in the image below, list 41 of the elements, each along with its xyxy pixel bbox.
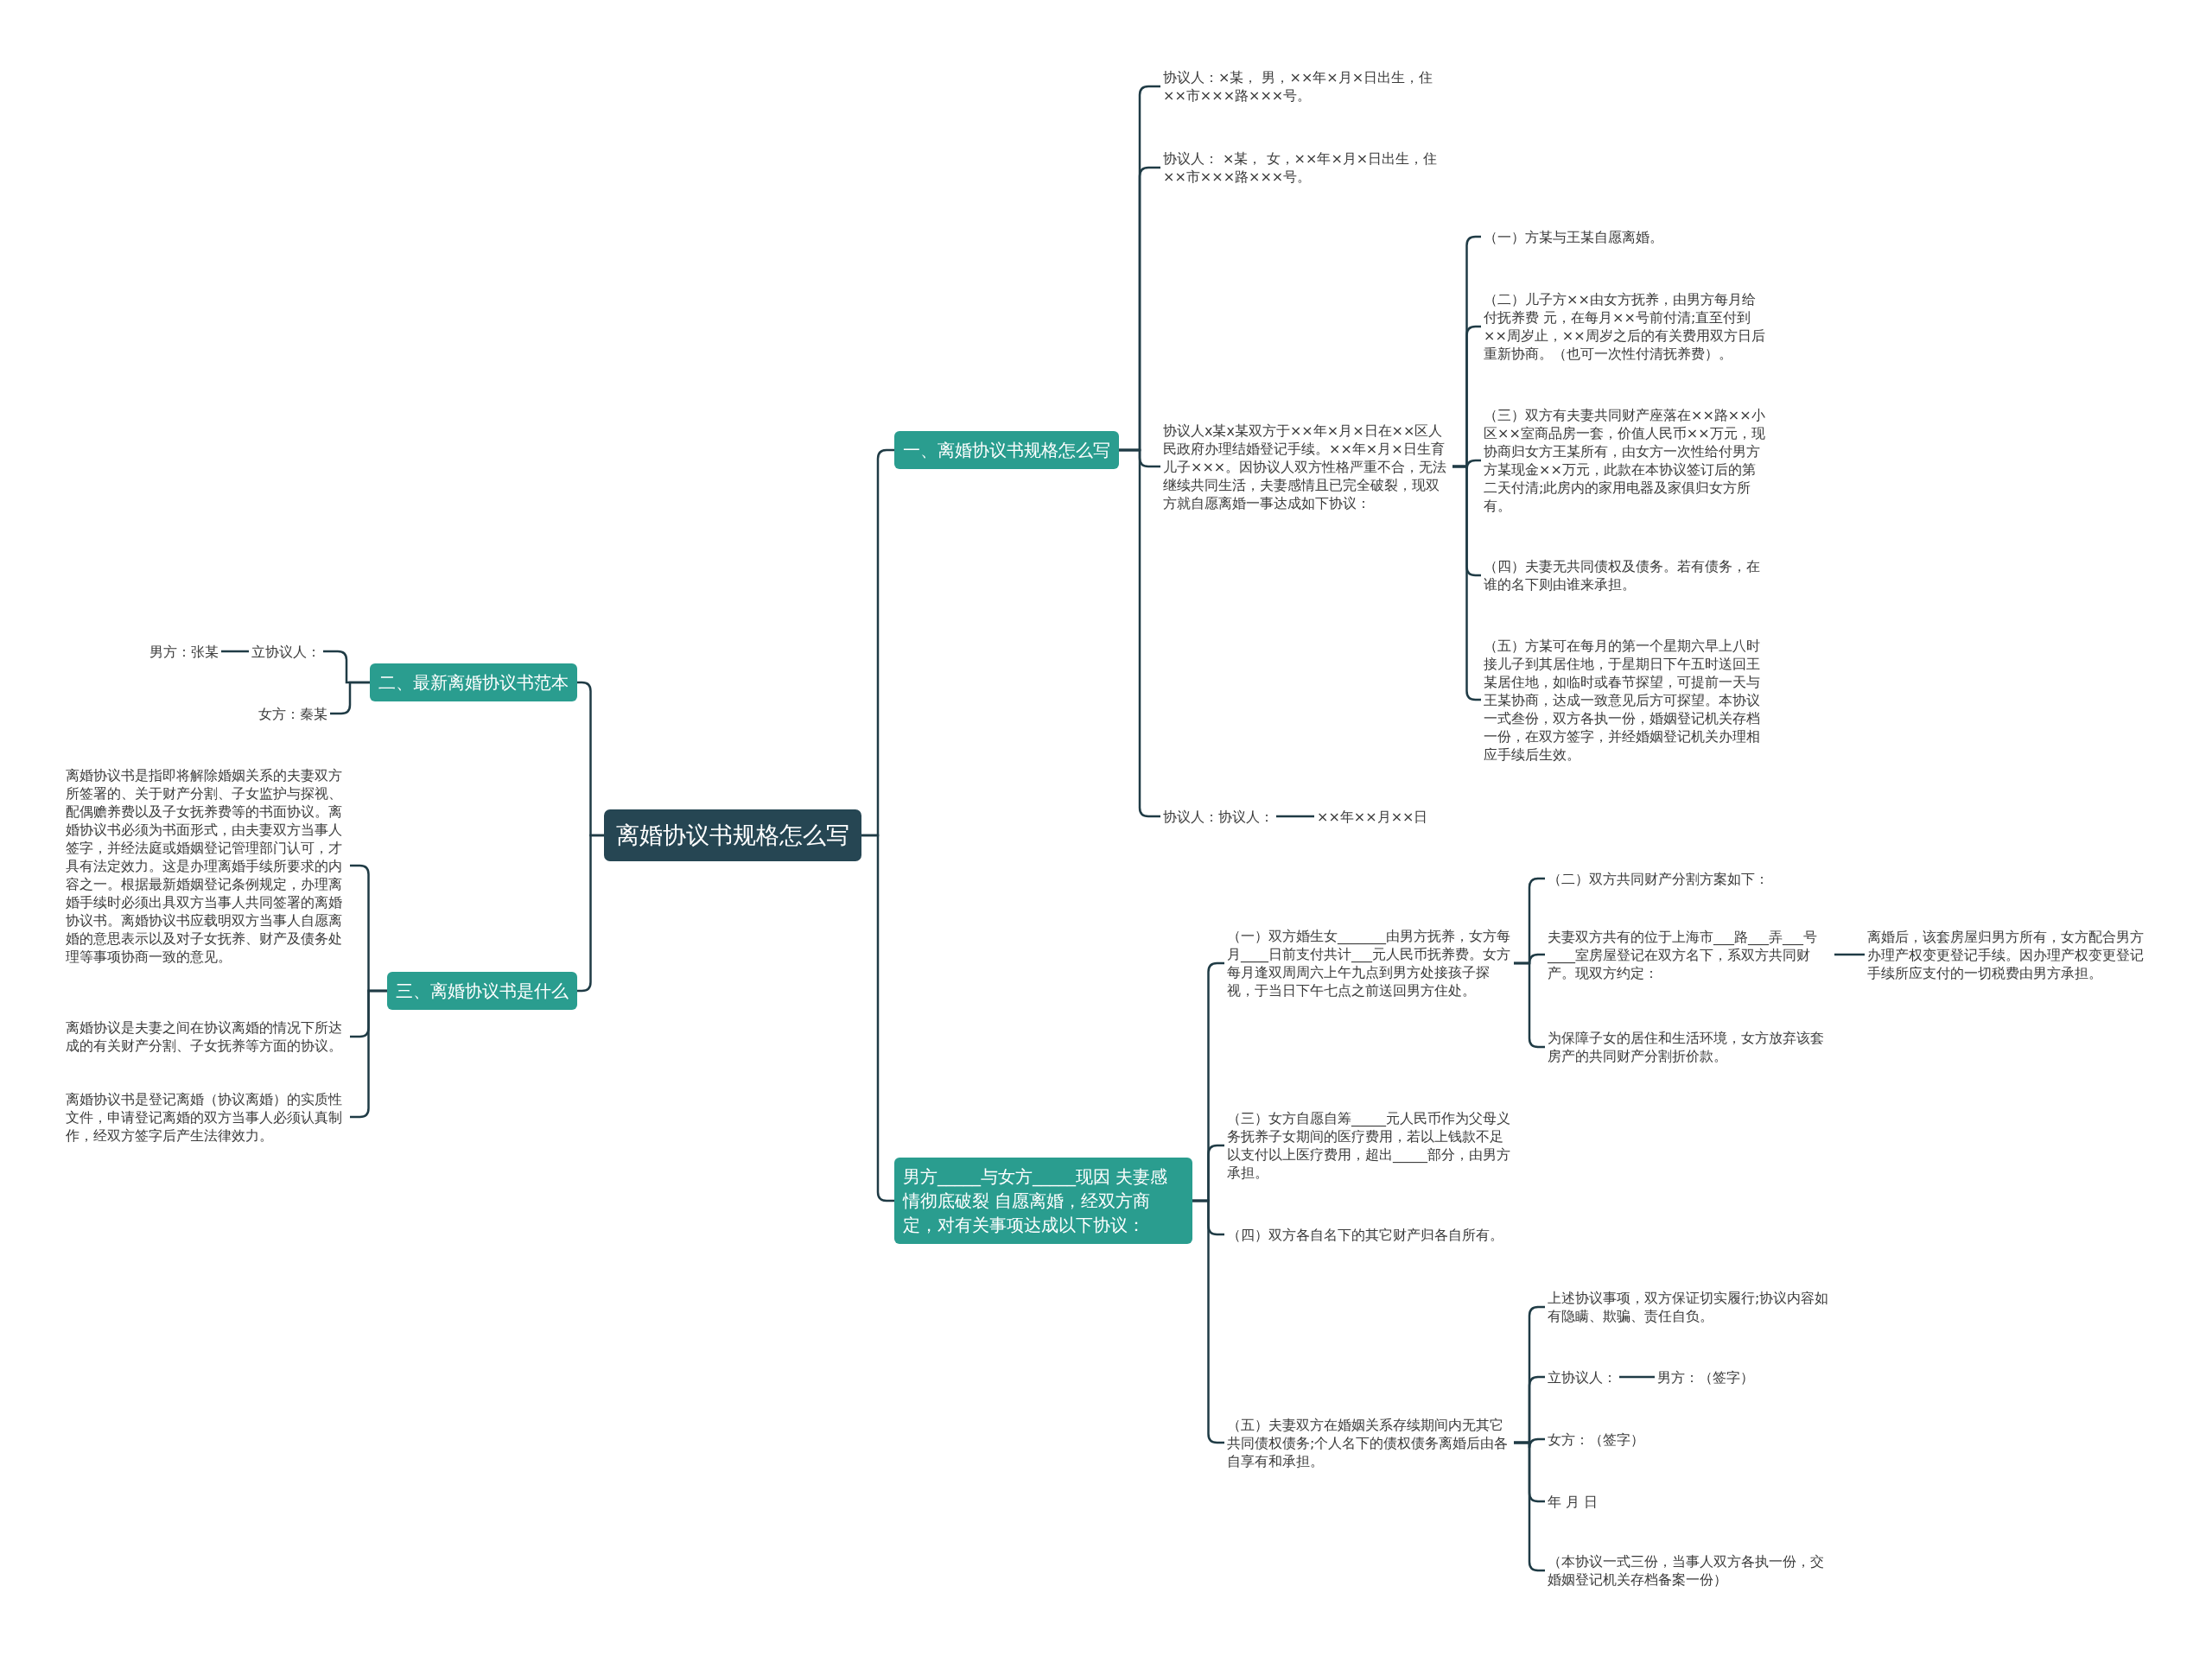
topic-text: 协议人：×某， 男，××年×月×日出生，住××市×××路×××号。 (1160, 67, 1450, 106)
topic-text: （一）方某与王某自愿离婚。 (1481, 225, 1666, 248)
topic-text: 协议人： ×某， 女，××年×月×日出生，住××市×××路×××号。 (1160, 148, 1450, 187)
topic-text: ××年××月××日 (1314, 805, 1431, 828)
topic-text: （本协议一式三份，当事人双方各执一份，交婚姻登记机关存档备案一份） (1545, 1551, 1834, 1590)
topic-box: 一、离婚协议书规格怎么写 (894, 431, 1119, 469)
connector-line (1276, 815, 1314, 818)
topic-text: （五）方某可在每月的第一个星期六早上八时接儿子到其居住地，于星期日下午五时送回王某居住地，如临时或春节探望，可提前一天与王某协商，达成一致意见后方可探望。本协议一式叁份，双方各执一份，婚姻登记机关存档一份，在双方签字，并经婚姻登记机关办理相应手续后生效。 (1481, 634, 1770, 765)
topic-text: 年 月 日 (1545, 1490, 1601, 1513)
topic-text: （一）双方婚生女_______由男方抚养，女方每月____日前支付共计___元人民币抚养费。女方每月逢双周周六上午九点到男方处接孩子探视，于当日下午七点之前送回男方住处。 (1224, 925, 1514, 1001)
connector-line (1834, 953, 1865, 956)
connector-line (330, 681, 370, 715)
topic-text: 男方：张某 (147, 640, 221, 663)
topic-text: 女方：秦某 (256, 702, 330, 725)
topic-text: （三）双方有夫妻共同财产座落在××路××小区××室商品房一套，价值人民币××万元，现协商归女方王某所有，由女方一次性给付男方方某现金××万元，此款在本协议签订后的第二天付清;此房内的家用电器及家俱归女方所有。 (1481, 404, 1770, 517)
topic-text: 上述协议事项，双方保证切实履行;协议内容如有隐瞒、欺骗、责任自负。 (1545, 1287, 1834, 1327)
topic-text: 女方：（签字） (1545, 1428, 1647, 1450)
topic-text: 离婚协议书是指即将解除婚姻关系的夫妻双方所签署的、关于财产分割、子女监护与探视、配偶赡养费以及子女抚养费等的书面协议。离婚协议书必须为书面形式，由夫妻双方当事人签字，并经法庭或婚姻登记管理部门认可，才具有法定效力。这是办理离婚手续所要求的内容之一。根据最新婚姻登记条例规定，办理离婚手续时必须出具双方当事人共同签署的离婚协议书。离婚协议书应载明双方当事人自愿离婚的意思表示以及对子女抚养、财产及债务处理等事项协商一致的意见。 (63, 764, 350, 968)
topic-text: 离婚后，该套房屋归男方所有，女方配合男方办理产权变更登记手续。因办理产权变更登记手续所应支付的一切税费由男方承担。 (1865, 925, 2154, 984)
topic-text: 夫妻双方共有的位于上海市___路___弄___号____室房屋登记在双方名下，系双方共同财产。现双方约定： (1545, 925, 1834, 984)
topic-text: 为保障子女的居住和生活环境，女方放弃该套房产的共同财产分割折价款。 (1545, 1027, 1834, 1067)
topic-text: 离婚协议是夫妻之间在协议离婚的情况下所达成的有关财产分割、子女抚养等方面的协议。 (63, 1017, 350, 1056)
topic-text: 离婚协议书是登记离婚（协议离婚）的实质性文件，申请登记离婚的双方当事人必须认真制作，经双方签字后产生法律效力。 (63, 1088, 350, 1146)
topic-text: （四）夫妻无共同债权及债务。若有债务，在谁的名下则由谁来承担。 (1481, 555, 1770, 595)
topic-text: 立协议人： (249, 640, 323, 663)
topic-text: 协议人x某x某双方于××年×月×日在××区人民政府办理结婚登记手续。××年×月×日生育儿子×××。因协议人双方性格严重不合，无法继续共同生活，夫妻感情且已完全破裂，现双方就自愿离婚一事达成如下协议： (1160, 419, 1452, 514)
topic-text: 协议人：协议人： (1160, 805, 1276, 828)
central-topic-box: 离婚协议书规格怎么写 (604, 809, 861, 861)
connector-line (1619, 1375, 1655, 1379)
topic-text: 立协议人： (1545, 1366, 1619, 1388)
topic-text: （四）双方各自名下的其它财产归各自所有。 (1224, 1223, 1506, 1246)
topic-box: 男方_____与女方_____现因 夫妻感情彻底破裂 自愿离婚，经双方商定，对有关事项达成以下协议： (894, 1158, 1192, 1244)
connector-line (221, 650, 249, 653)
topic-text: （二）双方共同财产分割方案如下： (1545, 867, 1771, 890)
topic-text: （五）夫妻双方在婚姻关系存续期间内无其它共同债权债务;个人名下的债权债务离婚后由各自享有和承担。 (1224, 1413, 1514, 1472)
connector-line (861, 834, 894, 1202)
topic-text: （二）儿子方××由女方抚养，由男方每月给付抚养费 元，在每月××号前付清;直至付到××周岁止，××周岁之后的有关费用双方日后重新协商。（也可一次性付清抚养费）。 (1481, 289, 1770, 365)
topic-text: 男方：（签字） (1655, 1366, 1757, 1388)
topic-box: 三、离婚协议书是什么 (387, 972, 577, 1010)
topic-box: 二、最新离婚协议书范本 (370, 663, 577, 701)
topic-text: （三）女方自愿自筹_____元人民币作为父母义务抚养子女期间的医疗费用，若以上钱款不足以支付以上医疗费用，超出_____部分，由男方承担。 (1224, 1107, 1514, 1183)
